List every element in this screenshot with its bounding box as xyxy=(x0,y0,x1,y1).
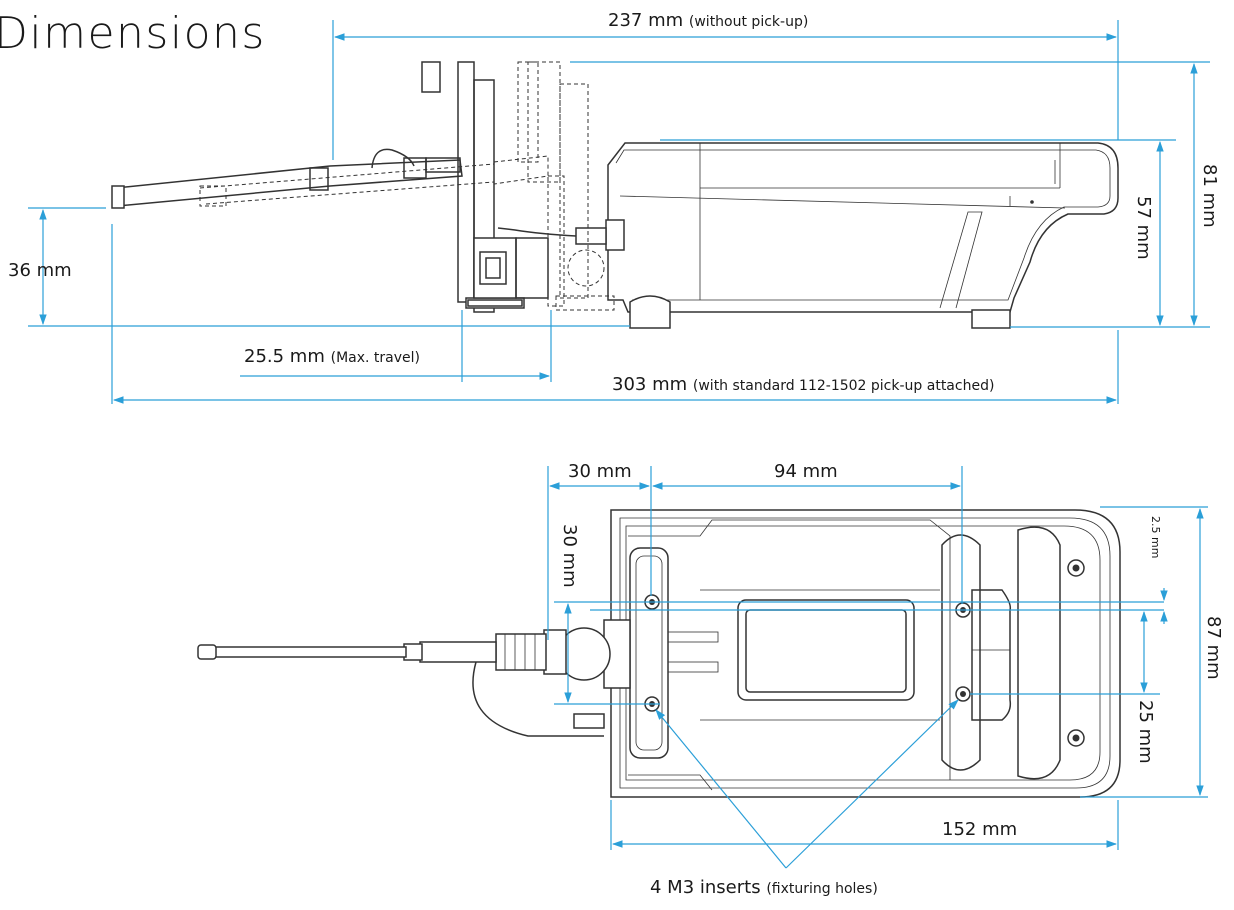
insert-hole xyxy=(955,686,971,702)
dim-94: 94 mm xyxy=(774,461,838,482)
dim-25-5-note: (Max. travel) xyxy=(331,350,420,366)
dim-303: 303 mm xyxy=(612,374,687,395)
dim-36: 36 mm xyxy=(8,260,72,281)
side-view-drawing xyxy=(111,61,1119,329)
page-title: Dimensions xyxy=(0,8,266,59)
dim-30-v: 30 mm xyxy=(559,524,580,588)
dim-25: 25 mm xyxy=(1135,700,1156,764)
svg-text:303 mm (with standard 112-1502: 303 mm (with standard 112-1502 pick-up a… xyxy=(612,374,994,395)
top-view-drawing xyxy=(197,509,1121,798)
dim-81: 81 mm xyxy=(1199,164,1220,228)
dim-152: 152 mm xyxy=(942,819,1017,840)
dim-87: 87 mm xyxy=(1203,616,1224,680)
dim-57: 57 mm xyxy=(1133,196,1154,260)
dim-25-5: 25.5 mm xyxy=(244,346,325,367)
inserts-callout: 4 M3 inserts xyxy=(650,877,761,898)
inserts-callout-note: (fixturing holes) xyxy=(766,881,877,897)
svg-text:25.5 mm (Max. travel): 25.5 mm (Max. travel) xyxy=(244,346,420,367)
svg-text:237 mm (without pick-up): 237 mm (without pick-up) xyxy=(608,10,808,31)
dim-237-note: (without pick-up) xyxy=(689,14,808,30)
dim-2-5: 2.5 mm xyxy=(1149,516,1162,558)
dim-30-h: 30 mm xyxy=(568,461,632,482)
dim-303-note: (with standard 112-1502 pick-up attached… xyxy=(693,378,995,394)
dim-237: 237 mm xyxy=(608,10,683,31)
svg-text:4 M3 inserts (fixturing holes): 4 M3 inserts (fixturing holes) xyxy=(650,877,878,898)
